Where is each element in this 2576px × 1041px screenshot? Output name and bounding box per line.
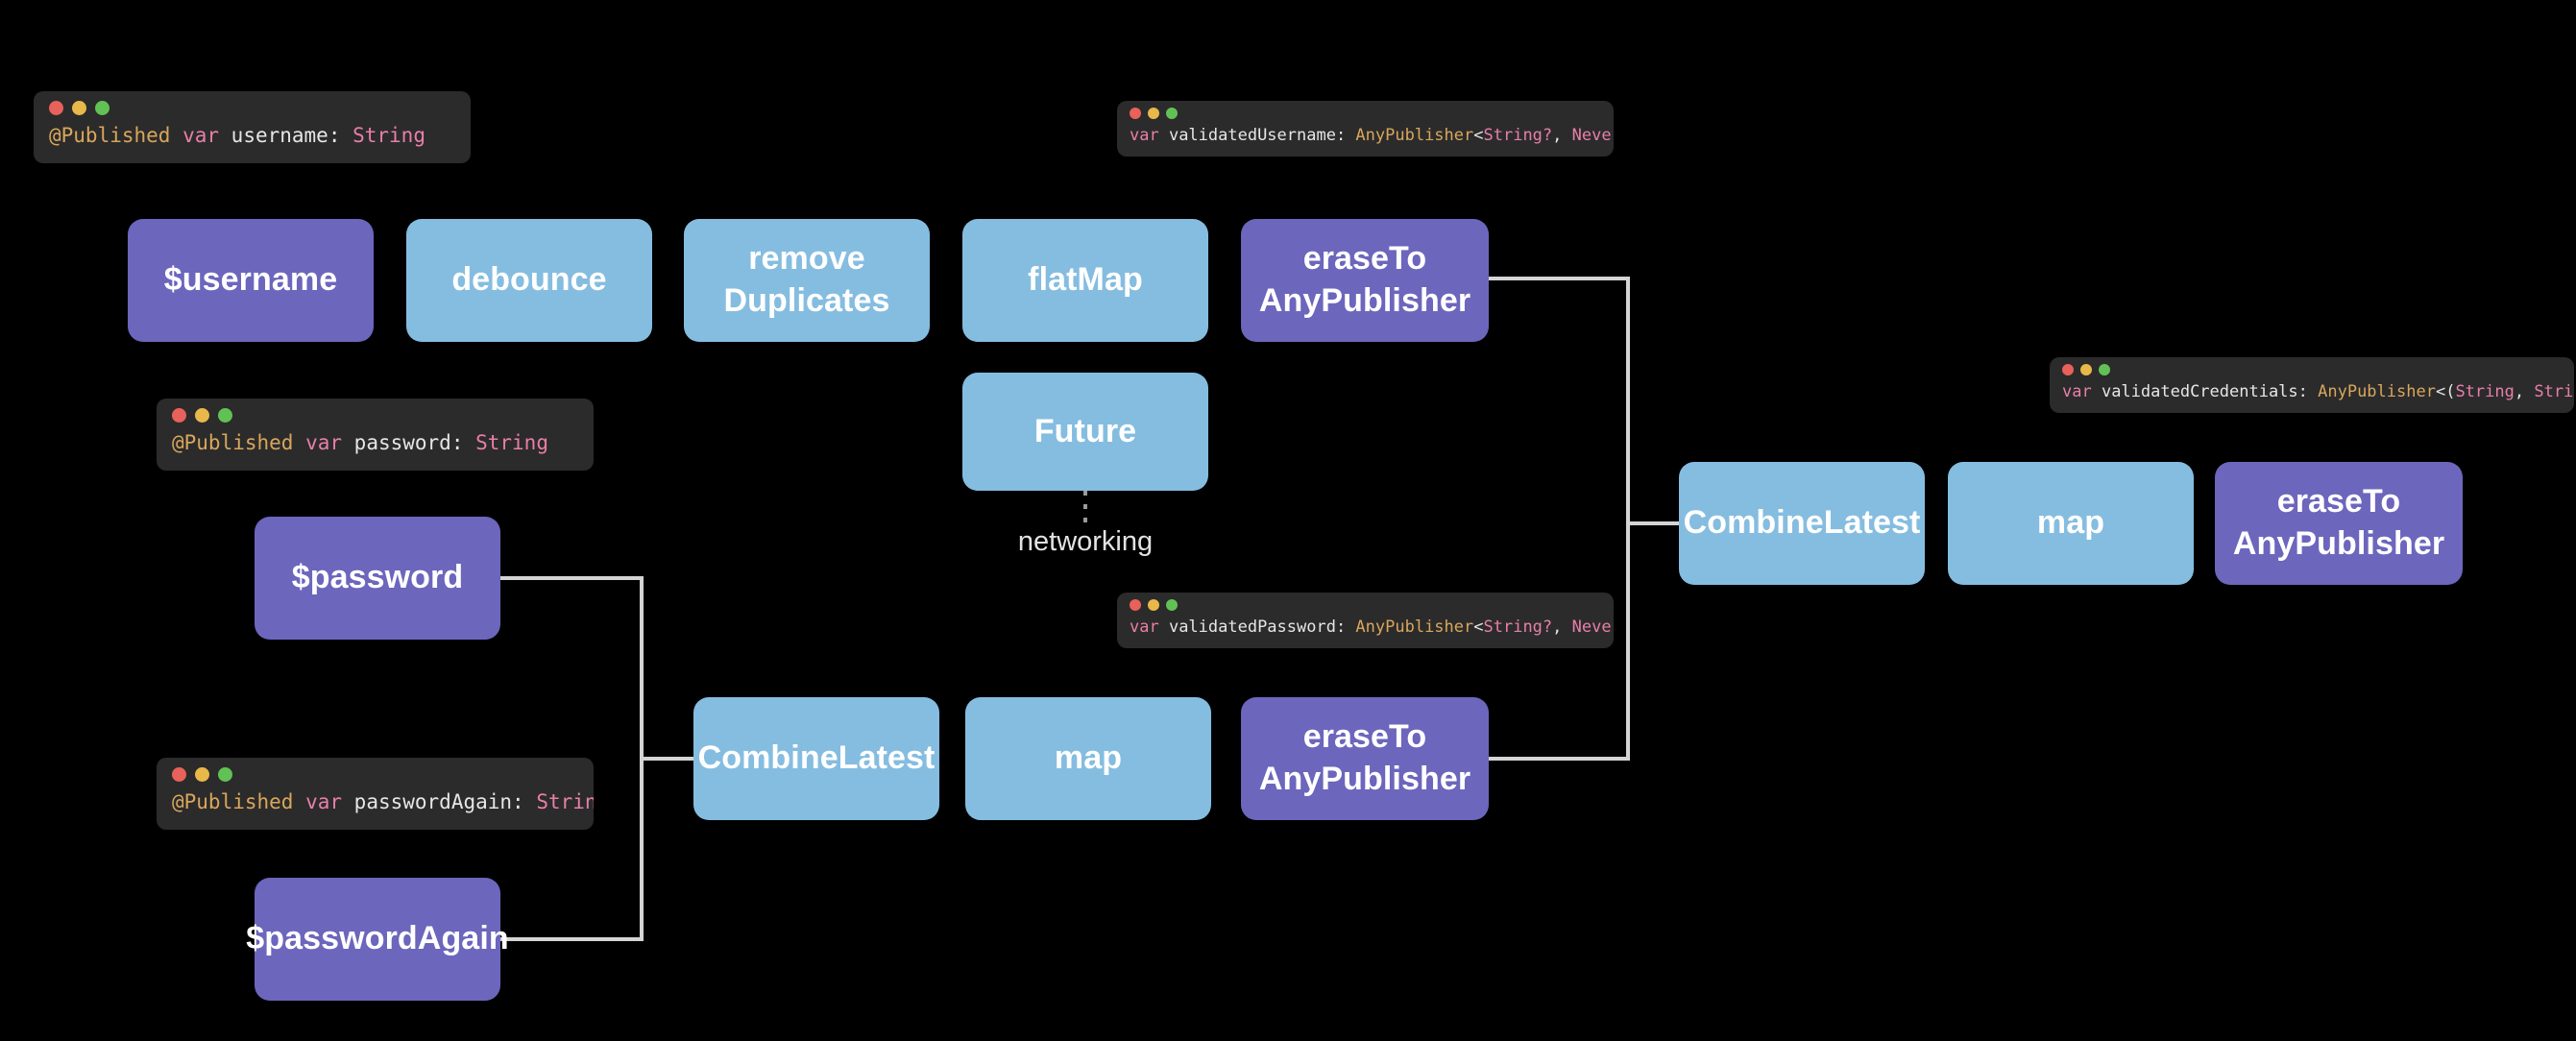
code-card-validated-username-declaration: var validatedUsername: AnyPublisher<Stri… <box>1117 101 1614 157</box>
code-text: var validatedUsername: AnyPublisher<Stri… <box>1130 126 1614 145</box>
code-card-password-declaration: @Published var password: String <box>157 399 594 472</box>
window-controls <box>1117 593 1614 617</box>
window-controls <box>34 91 471 124</box>
node-erase-to-anypublisher-password[interactable]: eraseTo AnyPublisher <box>1241 697 1489 820</box>
close-dot-icon[interactable] <box>1130 599 1141 611</box>
maximize-dot-icon[interactable] <box>95 100 109 115</box>
close-dot-icon[interactable] <box>172 766 186 782</box>
code-card-validated-password-declaration: var validatedPassword: AnyPublisher<Stri… <box>1117 593 1614 649</box>
minimize-dot-icon[interactable] <box>72 100 86 115</box>
window-controls <box>1117 101 1614 126</box>
node-combine-latest-credentials[interactable]: CombineLatest <box>1679 462 1925 585</box>
code-text: @Published var username: String <box>49 124 425 147</box>
window-controls <box>157 399 594 431</box>
close-dot-icon[interactable] <box>2062 364 2074 375</box>
maximize-dot-icon[interactable] <box>1166 108 1178 119</box>
node-map-password[interactable]: map <box>965 697 1211 820</box>
node-username-publisher[interactable]: $username <box>128 219 374 342</box>
code-text: @Published var password: String <box>172 431 548 454</box>
node-password-publisher[interactable]: $password <box>255 517 500 640</box>
minimize-dot-icon[interactable] <box>2080 364 2092 375</box>
node-future-operator[interactable]: Future <box>962 373 1208 491</box>
maximize-dot-icon[interactable] <box>1166 599 1178 611</box>
node-password-again-publisher[interactable]: $passwordAgain <box>246 878 509 1001</box>
node-flatmap-operator[interactable]: flatMap <box>962 219 1208 342</box>
minimize-dot-icon[interactable] <box>195 407 209 423</box>
node-erase-to-anypublisher-username[interactable]: eraseTo AnyPublisher <box>1241 219 1489 342</box>
minimize-dot-icon[interactable] <box>1148 108 1159 119</box>
code-card-validated-credentials-declaration: var validatedCredentials: AnyPublisher<(… <box>2050 357 2574 414</box>
code-text: var validatedPassword: AnyPublisher<Stri… <box>1130 617 1614 637</box>
networking-label: networking <box>1017 526 1154 557</box>
node-combine-latest-password[interactable]: CombineLatest <box>693 697 939 820</box>
code-text: var validatedCredentials: AnyPublisher<(… <box>2062 382 2574 401</box>
close-dot-icon[interactable] <box>1130 108 1141 119</box>
node-debounce-operator[interactable]: debounce <box>406 219 652 342</box>
code-card-username-declaration: @Published var username: String <box>34 91 471 164</box>
node-remove-duplicates-operator[interactable]: remove Duplicates <box>684 219 930 342</box>
close-dot-icon[interactable] <box>172 407 186 423</box>
close-dot-icon[interactable] <box>49 100 63 115</box>
code-card-password-again-declaration: @Published var passwordAgain: String <box>157 758 594 831</box>
maximize-dot-icon[interactable] <box>2099 364 2110 375</box>
code-text: @Published var passwordAgain: String <box>172 790 594 813</box>
maximize-dot-icon[interactable] <box>218 407 232 423</box>
window-controls <box>157 758 594 790</box>
wire-password-pub-to-combine <box>500 576 693 761</box>
window-controls <box>2050 357 2574 382</box>
node-erase-to-anypublisher-credentials[interactable]: eraseTo AnyPublisher <box>2215 462 2463 585</box>
minimize-dot-icon[interactable] <box>195 766 209 782</box>
minimize-dot-icon[interactable] <box>1148 599 1159 611</box>
maximize-dot-icon[interactable] <box>218 766 232 782</box>
node-map-credentials[interactable]: map <box>1948 462 2194 585</box>
wire-username-to-combine <box>1489 277 1679 525</box>
